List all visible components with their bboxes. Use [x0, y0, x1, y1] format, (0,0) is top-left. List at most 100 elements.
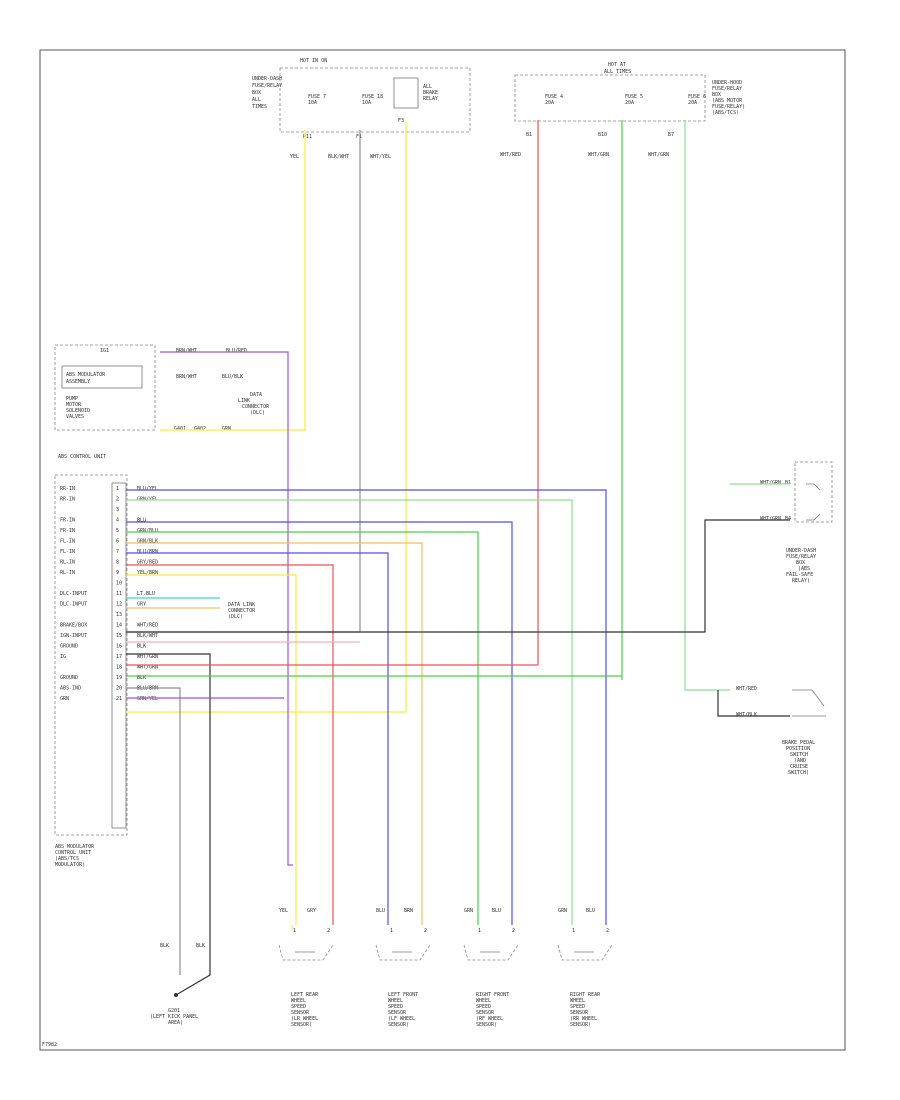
sensor-label-2: WHEEL [476, 998, 491, 1004]
modulator-box [61, 365, 143, 389]
wire-c-label: WHT/YEL [370, 154, 391, 160]
mid-wire-2: BLU/RED [226, 348, 247, 354]
connector-pin-1: 1 [116, 486, 119, 492]
fuse-b-amp: 10A [362, 100, 371, 106]
switch-a-label-2: FUSE/RELAY [786, 554, 816, 560]
right-wire-1: WHT/RED [500, 152, 521, 158]
right-components: WHT/GRN WHT/GRN B1 B4 UNDER-DASH FUSE/RE… [736, 461, 833, 776]
switch-a-label-5: FAIL-SAFE [786, 572, 813, 578]
wire-gray-top [126, 130, 361, 633]
sensor-body [375, 944, 431, 961]
dlc-label-3: CONNECTOR [242, 404, 270, 410]
sensor-label-1: RIGHT FRONT [476, 992, 509, 998]
abs-unit-title-2: CONTROL UNIT [55, 850, 91, 856]
connector-wire-9: YEL/BRN [137, 570, 158, 576]
ground-label-1: G201 [168, 1008, 180, 1014]
ig-header: IG1 [100, 348, 109, 354]
note-1: PUMP [66, 396, 78, 402]
connector-pin-16: 16 [116, 644, 122, 650]
connector-name-11: DLC-INPUT [60, 591, 87, 597]
connector-name-20: ABS-IND [60, 686, 81, 692]
connector-name-9: RL-IN [60, 570, 75, 576]
abs-unit-title-4: MODULATOR) [55, 862, 85, 868]
switch-a-label-3: BOX [796, 560, 805, 566]
dlc-box-line-2: CONNECTOR [228, 608, 256, 614]
relay-label-1: ALL [423, 84, 432, 90]
sensor-pin-a: 1 [390, 928, 393, 934]
fuse-b-label: FUSE 18 [362, 94, 383, 100]
modulator-outline [54, 344, 156, 431]
wire-gray-gnd [126, 687, 181, 975]
connector-wire-11: LT.BLU [137, 591, 155, 597]
dlc-box: DATA LINK CONNECTOR (DLC) [228, 602, 256, 620]
connector-name-19: GROUND [60, 675, 78, 681]
connector-pin-9: 9 [116, 570, 119, 576]
sensor-label-4: SENSOR [388, 1010, 407, 1016]
wire-violet-1 [160, 351, 293, 866]
sensor-pin-a: 1 [478, 928, 481, 934]
dlc-box-line-1: DATA LINK [228, 602, 255, 608]
connector-name-1: RR-IN [60, 486, 75, 492]
right-wire-2: WHT/GRN [588, 152, 609, 158]
connector-wire-1: BLU/YEL [137, 486, 158, 492]
connector-pin-11: 11 [116, 591, 122, 597]
connector-wire-21: GRN/YEL [137, 696, 158, 702]
right-fuse-3: FUSE 6 [688, 94, 706, 100]
connector-wire-4: BLU [137, 518, 146, 524]
connector-wire-8: GRY/RED [137, 560, 158, 566]
sensor-body [463, 944, 519, 961]
connector-wire-17: WHT/GRN [137, 654, 158, 660]
right-pin-1: B1 [526, 132, 532, 138]
right-fuse-3-amp: 20A [688, 100, 697, 106]
connector-pin-5: 5 [116, 528, 119, 534]
brake-relay-box [393, 77, 419, 109]
sensor-wire-b: BRN [404, 908, 413, 914]
switch-b-label-1: BRAKE PEDAL [782, 740, 815, 746]
sub-wire-1: BRN/WHT [176, 374, 197, 380]
wire-ltgreen-top [684, 120, 730, 691]
wire-blue-fl [126, 552, 389, 925]
switch-a-wire-2: WHT/GRN [760, 516, 781, 522]
sensor-label-3: SPEED [570, 1004, 585, 1010]
switch-b-wire-1: WHT/RED [736, 686, 757, 692]
diagram-frame [39, 49, 846, 1051]
wire-b-label: BLK/WHT [328, 154, 349, 160]
connector-name-4: FR-IN [60, 518, 75, 524]
sensor-label-2: WHEEL [291, 998, 306, 1004]
connector-wire-14: WHT/RED [137, 623, 158, 629]
sensor-pin-b: 2 [606, 928, 609, 934]
connector-pin-3: 3 [116, 507, 119, 513]
sensor-label-5: (LR WHEEL [291, 1016, 318, 1022]
fuse-a-amp: 10A [308, 100, 317, 106]
sensor-label-4: SENSOR [291, 1010, 310, 1016]
connector-wire-6: GRN/BLK [137, 539, 158, 545]
sensor-wire-a: GRN [558, 908, 567, 914]
sensor-label-5: (LF WHEEL [388, 1016, 415, 1022]
sensor-wire-b: GRY [307, 908, 316, 914]
sensor-pin-b: 2 [327, 928, 330, 934]
sensor-wire-a: GRN [464, 908, 473, 914]
right-fuse-1: FUSE 4 [545, 94, 563, 100]
switch-a-label-6: RELAY) [792, 578, 810, 584]
connector-pin-10: 10 [116, 581, 122, 587]
ground-pin-1: G401 [174, 426, 186, 432]
connector-wire-12: GRY [137, 602, 146, 608]
switch-a-wire-1: WHT/GRN [760, 480, 781, 486]
wire-blue-rr [126, 489, 607, 925]
sensor-label-6: SENSOR) [570, 1022, 591, 1028]
relay-switch-symbol [806, 483, 821, 521]
sensor-label-4: SENSOR [570, 1010, 589, 1016]
switch-a-label-4: (ABS [798, 566, 810, 572]
wire-blue-fr [126, 521, 513, 925]
note-2: MOTOR [66, 402, 82, 408]
abs-unit-title-3: (ABS/TCS [55, 856, 79, 862]
fuse-box-outline [279, 67, 471, 133]
sensor-pin-a: 1 [293, 928, 296, 934]
switch-b-label-5: CRUISE [790, 764, 808, 770]
wire-green-rr [126, 499, 573, 925]
wire-a-label: YEL [290, 154, 299, 160]
right-box-label-5: FUSE/RELAY) [712, 104, 745, 110]
